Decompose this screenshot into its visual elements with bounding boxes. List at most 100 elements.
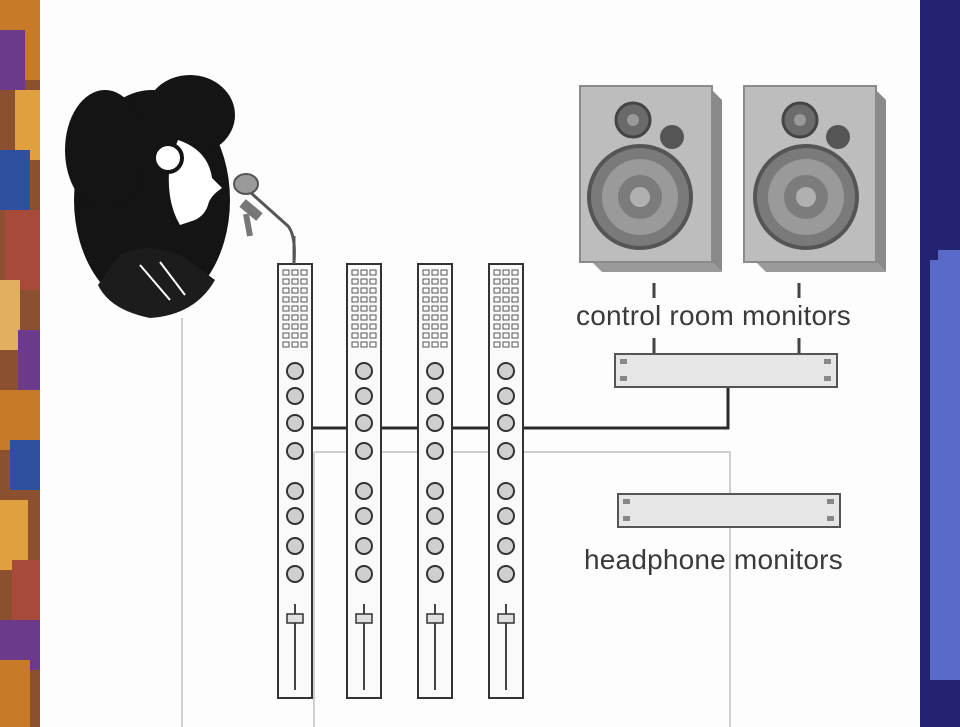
channel-button: [440, 341, 448, 348]
channel-button: [351, 314, 359, 321]
control-room-monitors-label: control room monitors: [576, 300, 851, 331]
channel-strip-body: [488, 263, 524, 699]
channel-button: [369, 296, 377, 303]
channel-knob: [355, 414, 373, 432]
channel-button: [440, 332, 448, 339]
channel-button: [511, 296, 519, 303]
channel-button: [300, 278, 308, 285]
channel-button: [422, 314, 430, 321]
channel-button: [291, 269, 299, 276]
channel-knob: [355, 537, 373, 555]
channel-strip-body: [346, 263, 382, 699]
channel-knob: [355, 387, 373, 405]
channel-button: [351, 323, 359, 330]
channel-button: [431, 278, 439, 285]
headphone-monitors-label: headphone monitors: [584, 544, 843, 575]
recording-diagram: [40, 0, 920, 727]
channel-button: [300, 269, 308, 276]
channel-button: [511, 332, 519, 339]
channel-button: [440, 305, 448, 312]
channel-button: [300, 314, 308, 321]
control-room-speaker-left: [579, 85, 722, 272]
channel-button: [511, 278, 519, 285]
channel-button: [369, 323, 377, 330]
channel-knob: [355, 565, 373, 583]
channel-button: [440, 269, 448, 276]
channel-strip: [346, 263, 382, 699]
channel-button: [351, 341, 359, 348]
channel-button: [282, 305, 290, 312]
channel-knob: [497, 482, 515, 500]
channel-knob: [286, 507, 304, 525]
channel-button: [282, 332, 290, 339]
channel-button: [300, 341, 308, 348]
channel-knob: [426, 482, 444, 500]
channel-button: [300, 287, 308, 294]
channel-button: [493, 269, 501, 276]
fader-cap: [426, 613, 444, 624]
singer-illustration: [65, 75, 235, 318]
channel-button: [502, 296, 510, 303]
channel-button: [422, 323, 430, 330]
channel-button: [493, 278, 501, 285]
channel-button: [493, 287, 501, 294]
channel-button: [493, 305, 501, 312]
channel-knob: [355, 507, 373, 525]
channel-button: [351, 269, 359, 276]
channel-button: [511, 305, 519, 312]
channel-knob: [286, 565, 304, 583]
channel-button: [360, 323, 368, 330]
channel-button: [493, 314, 501, 321]
channel-button: [511, 287, 519, 294]
channel-strip: [488, 263, 524, 699]
channel-button: [493, 332, 501, 339]
channel-knob: [286, 482, 304, 500]
channel-button: [369, 287, 377, 294]
channel-button: [282, 287, 290, 294]
channel-knob: [286, 537, 304, 555]
channel-button: [502, 323, 510, 330]
channel-button: [291, 323, 299, 330]
headphone-amplifier: [617, 493, 841, 528]
channel-button: [422, 332, 430, 339]
left-decorative-strip: [0, 0, 40, 727]
channel-button: [300, 332, 308, 339]
channel-button: [502, 278, 510, 285]
channel-button: [422, 278, 430, 285]
channel-knob: [497, 507, 515, 525]
channel-knob: [426, 442, 444, 460]
channel-knob: [355, 482, 373, 500]
fader-cap: [286, 613, 304, 624]
channel-button: [360, 332, 368, 339]
channel-knob: [497, 387, 515, 405]
fader-cap: [355, 613, 373, 624]
channel-button: [360, 296, 368, 303]
channel-button: [360, 341, 368, 348]
channel-knob: [426, 537, 444, 555]
channel-button: [360, 314, 368, 321]
channel-button: [291, 305, 299, 312]
channel-button: [369, 341, 377, 348]
channel-button: [291, 332, 299, 339]
channel-knob: [286, 387, 304, 405]
channel-button: [300, 305, 308, 312]
channel-button: [493, 296, 501, 303]
channel-button: [422, 296, 430, 303]
channel-button: [351, 296, 359, 303]
channel-button: [351, 278, 359, 285]
channel-button: [431, 332, 439, 339]
channel-button: [502, 332, 510, 339]
channel-knob: [355, 362, 373, 380]
channel-strip: [417, 263, 453, 699]
channel-button: [369, 278, 377, 285]
channel-button: [511, 341, 519, 348]
channel-knob: [426, 387, 444, 405]
channel-button: [351, 287, 359, 294]
fader-cap: [497, 613, 515, 624]
channel-button: [502, 314, 510, 321]
mixer-channel-strips: [277, 236, 524, 699]
channel-button: [422, 305, 430, 312]
channel-knob: [497, 362, 515, 380]
channel-button: [431, 341, 439, 348]
channel-knob: [497, 414, 515, 432]
